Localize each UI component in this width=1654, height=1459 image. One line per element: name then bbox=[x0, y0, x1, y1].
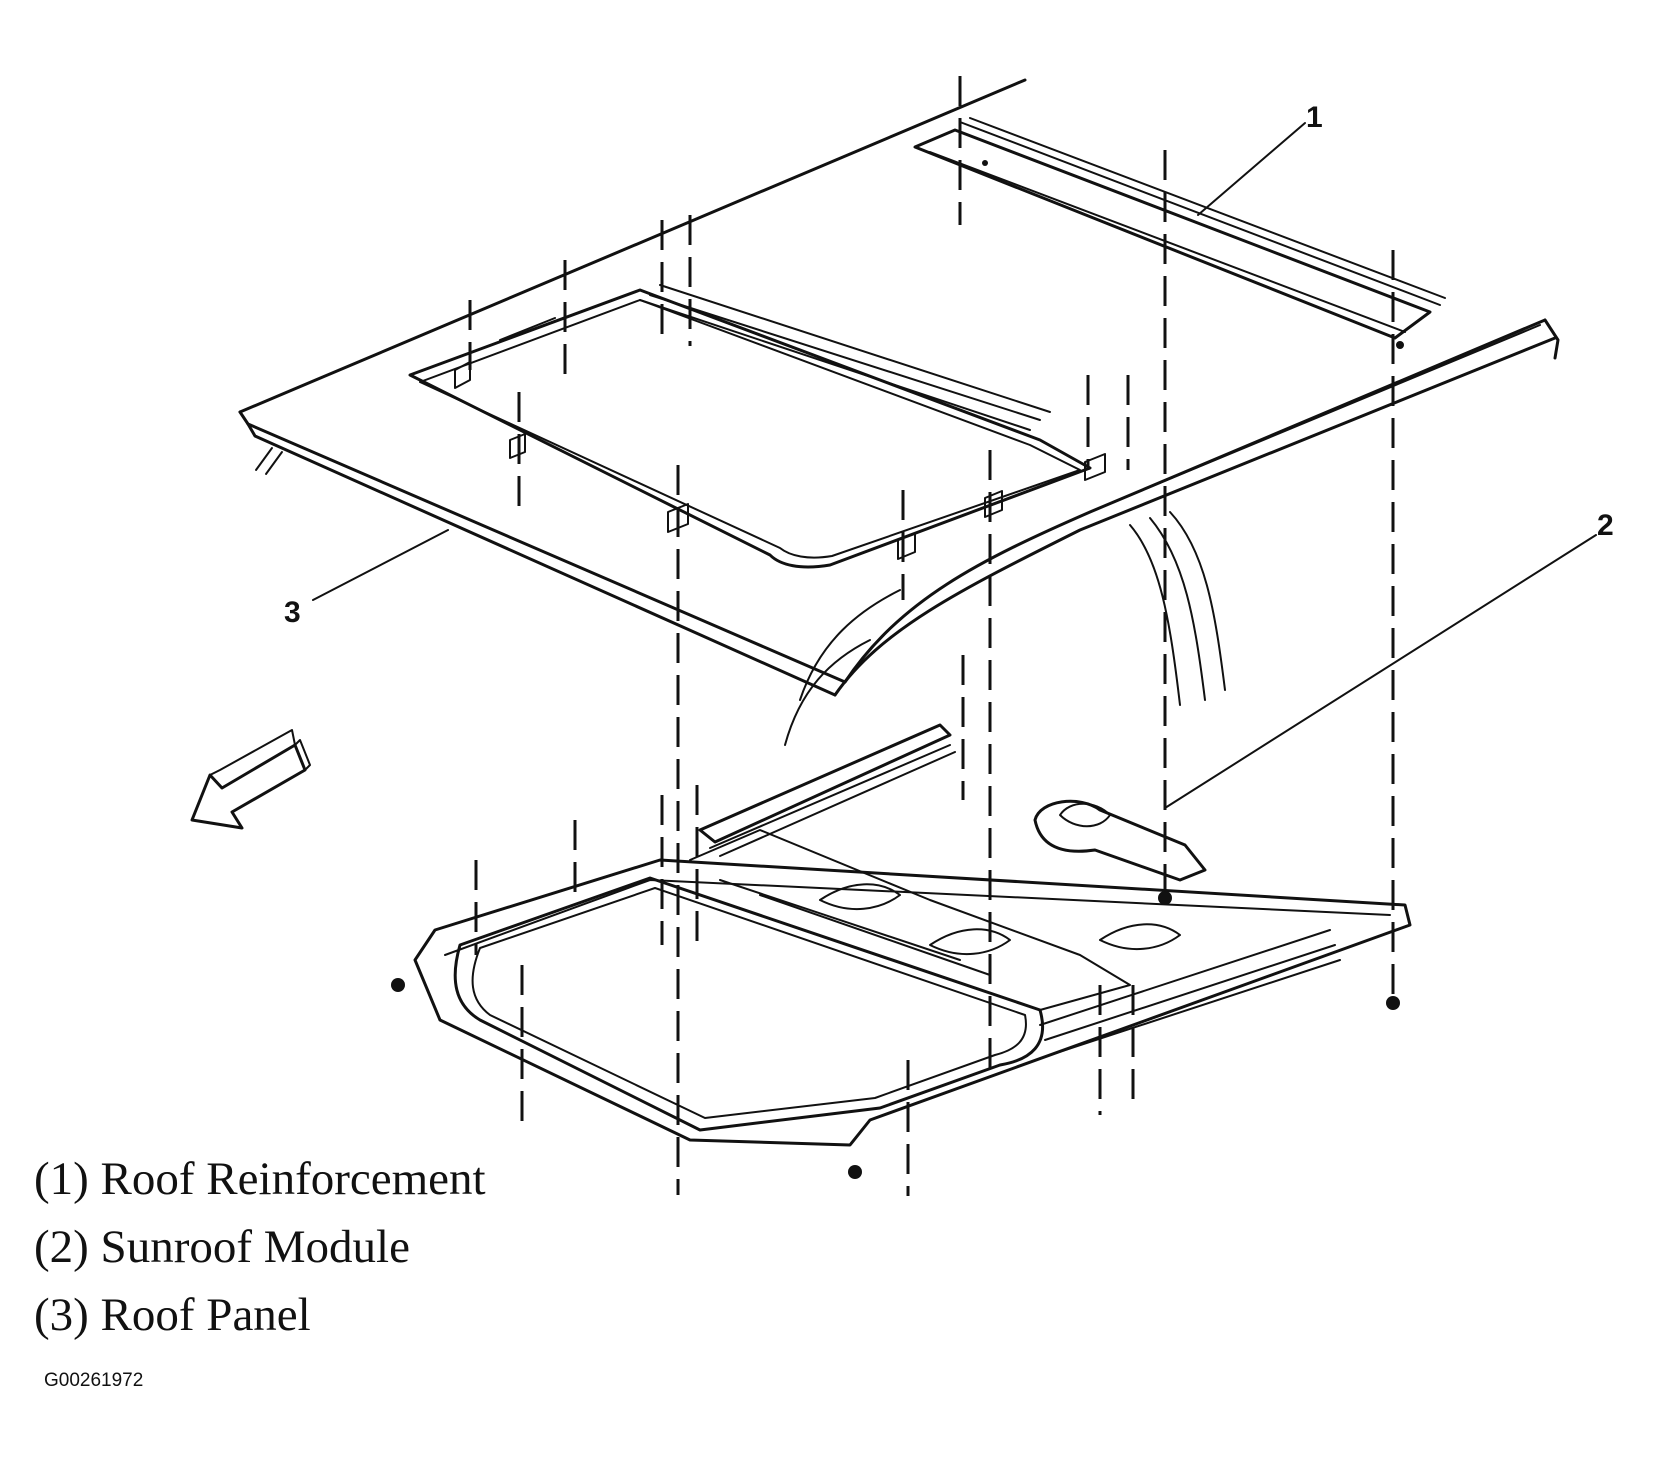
legend-item-roof-reinforcement: (1) Roof Reinforcement bbox=[34, 1153, 486, 1205]
callout-1-label: 1 bbox=[1306, 101, 1323, 134]
roof-panel bbox=[238, 78, 1560, 746]
legend-item-roof-panel: (3) Roof Panel bbox=[34, 1289, 311, 1341]
roof-reinforcement bbox=[913, 117, 1446, 349]
legend-item-sunroof-module: (2) Sunroof Module bbox=[34, 1221, 410, 1273]
callout-2-label: 2 bbox=[1597, 509, 1614, 542]
callout-3: 3 bbox=[284, 529, 449, 629]
alignment-lines bbox=[468, 76, 1395, 1196]
callout-3-label: 3 bbox=[284, 596, 301, 629]
sunroof-module bbox=[391, 723, 1412, 1179]
callout-1: 1 bbox=[1197, 101, 1323, 216]
front-direction-arrow bbox=[190, 729, 311, 830]
figure-id: G00261972 bbox=[44, 1370, 144, 1391]
callout-2: 2 bbox=[1164, 509, 1614, 809]
